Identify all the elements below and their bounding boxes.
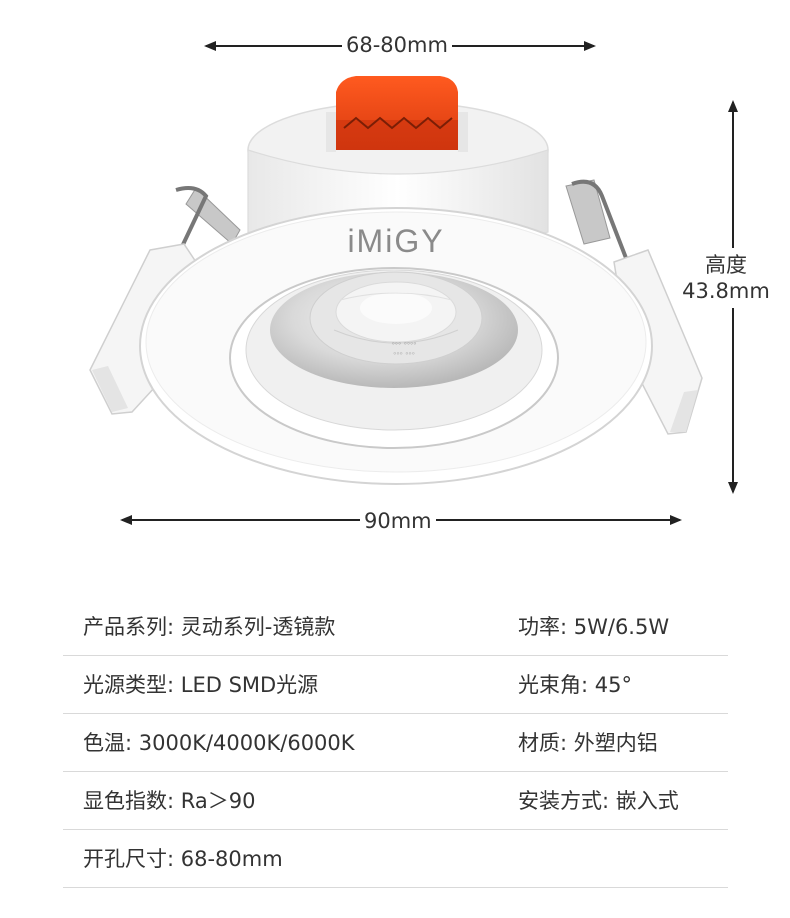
spec-power: 功率: 5W/6.5W bbox=[518, 615, 670, 639]
spec-table: 产品系列: 灵动系列-透镜款 功率: 5W/6.5W 光源类型: LED SMD… bbox=[63, 598, 728, 888]
spec-light-source: 光源类型: LED SMD光源 bbox=[83, 673, 319, 697]
spec-cri: 显色指数: Ra＞90 bbox=[83, 789, 256, 813]
led-lens: ◦◦◦ ◦◦◦◦ ◦◦◦ ◦◦◦ bbox=[309, 271, 483, 365]
height-label: 高度 43.8mm bbox=[678, 248, 774, 308]
spec-row: 光源类型: LED SMD光源 光束角: 45° bbox=[63, 656, 728, 714]
lens-marking: ◦◦◦ ◦◦◦◦ bbox=[392, 338, 417, 348]
spec-material: 材质: 外塑内铝 bbox=[518, 731, 658, 755]
spec-installation: 安装方式: 嵌入式 bbox=[518, 789, 679, 813]
spec-row: 开孔尺寸: 68-80mm bbox=[63, 830, 728, 888]
spec-row: 色温: 3000K/4000K/6000K 材质: 外塑内铝 bbox=[63, 714, 728, 772]
brand-logo: iMiGY bbox=[347, 223, 444, 259]
bottom-width-label: 90mm bbox=[360, 508, 436, 534]
product-figure: iMiGY ◦◦◦ ◦◦◦◦ ◦◦◦ ◦◦◦ 68-80mm 90mm 高度 4… bbox=[89, 32, 774, 534]
top-width-label: 68-80mm bbox=[342, 32, 452, 58]
spec-series: 产品系列: 灵动系列-透镜款 bbox=[83, 615, 336, 639]
spec-row: 显色指数: Ra＞90 安装方式: 嵌入式 bbox=[63, 772, 728, 830]
spec-color-temperature: 色温: 3000K/4000K/6000K bbox=[83, 731, 355, 755]
lens-marking-2: ◦◦◦ ◦◦◦ bbox=[393, 348, 415, 358]
terminal-connector bbox=[326, 76, 468, 152]
spec-beam-angle: 光束角: 45° bbox=[518, 673, 632, 697]
height-value: 43.8mm bbox=[682, 279, 770, 303]
spec-cutout-size: 开孔尺寸: 68-80mm bbox=[83, 847, 283, 871]
downlight-illustration: iMiGY ◦◦◦ ◦◦◦◦ ◦◦◦ ◦◦◦ bbox=[89, 41, 738, 525]
height-title: 高度 bbox=[705, 253, 747, 277]
spec-row: 产品系列: 灵动系列-透镜款 功率: 5W/6.5W bbox=[63, 598, 728, 656]
